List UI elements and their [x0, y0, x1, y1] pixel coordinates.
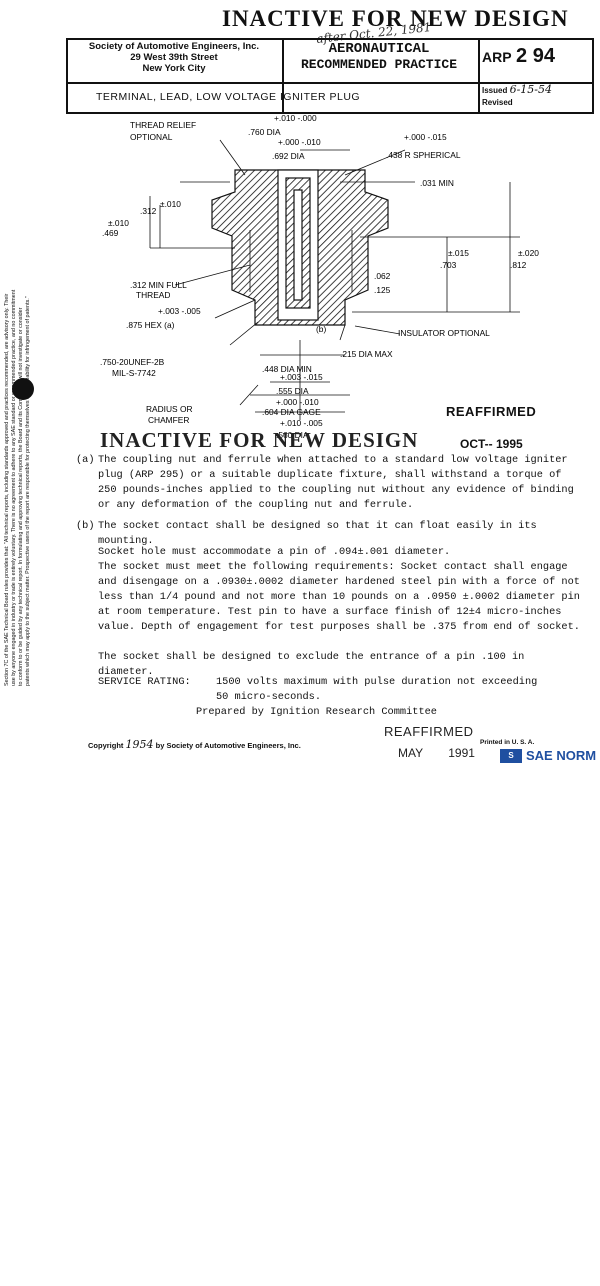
- label-031-min: .031 MIN: [420, 178, 454, 188]
- label-812: .812: [510, 260, 527, 270]
- label-312: .312: [140, 206, 157, 216]
- label-448-dia: .448 DIA MIN: [262, 364, 312, 374]
- society-address-2: New York City: [142, 63, 206, 74]
- inactive-stamp-mid: INACTIVE FOR NEW DESIGN: [100, 428, 419, 452]
- para-c-text: Socket hole must accommodate a pin of .0…: [98, 546, 451, 558]
- tol-hex: +.003 -.005: [158, 306, 201, 316]
- label-b: (b): [316, 324, 326, 334]
- label-radius: RADIUS OR: [146, 404, 193, 414]
- arp-prefix: ARP: [482, 49, 512, 65]
- label-optional: OPTIONAL: [130, 132, 173, 142]
- label-560-dia: .560 DIA: [276, 430, 309, 440]
- para-d-text: The socket must meet the following requi…: [98, 561, 580, 633]
- sae-logo-icon: S: [500, 748, 522, 763]
- para-a-text: The coupling nut and ferrule when attach…: [98, 454, 574, 511]
- service-text-2: 50 micro-seconds.: [216, 691, 322, 703]
- tol-760: +.010 -.000: [274, 113, 317, 123]
- issued-value: 6-15-54: [509, 83, 553, 96]
- service-text-1: 1500 volts maximum with pulse duration n…: [216, 676, 538, 688]
- tol-000-010: +.000 -.010: [278, 137, 321, 147]
- label-215-dia: .215 DIA MAX: [340, 349, 393, 359]
- arp-number: ARP 2 94: [482, 45, 555, 68]
- label-469: .469: [102, 228, 119, 238]
- reaffirmed-stamp-2: REAFFIRMED: [384, 724, 474, 739]
- label-insulator: INSULATOR OPTIONAL: [398, 328, 490, 338]
- subject-line: TERMINAL, LEAD, LOW VOLTAGE IGNITER PLUG: [96, 91, 361, 103]
- arp-value: 2 94: [516, 45, 555, 67]
- tol-010: ±.010: [160, 199, 181, 209]
- nut-body: [211, 169, 389, 326]
- tol-020: ±.020: [518, 248, 539, 258]
- reaffirmed-date-1: OCT-- 1995: [460, 437, 523, 451]
- label-spherical: .438 R SPHERICAL: [386, 150, 461, 160]
- reaffirmed-date-2: MAY 1991: [398, 746, 475, 760]
- inactive-stamp-top: INACTIVE FOR NEW DESIGN: [222, 6, 569, 31]
- title-block: AERONAUTICAL RECOMMENDED PRACTICE: [282, 41, 476, 73]
- para-b-text: The socket contact shall be designed so …: [98, 520, 537, 547]
- copyright-year: 1954: [125, 738, 154, 751]
- title-line-2: RECOMMENDED PRACTICE: [300, 57, 458, 72]
- copyright-line: Copyright 1954 by Society of Automotive …: [88, 738, 301, 751]
- reaffirmed-2-year: 1991: [448, 746, 475, 760]
- label-555-dia: .555 DIA: [276, 386, 309, 396]
- tol-003-015: +.003 -.015: [280, 372, 323, 382]
- prepared-by: Prepared by Ignition Research Committee: [196, 706, 437, 718]
- label-062: .062: [374, 271, 391, 281]
- punch-hole: [12, 378, 34, 400]
- label-703: .703: [440, 260, 457, 270]
- side-note: Section 7C of the SAE Technical Board ru…: [4, 290, 44, 1286]
- label-692-dia: .692 DIA: [272, 151, 305, 161]
- tol-000-010b: +.000 -.010: [276, 397, 319, 407]
- issued-label: Issued: [482, 86, 508, 95]
- printed-in: Printed in U. S. A.: [480, 739, 535, 746]
- society-name: Society of Automotive Engineers, Inc.: [88, 41, 260, 52]
- para-e-text: The socket shall be designed to exclude …: [98, 651, 525, 678]
- para-b-mark: (b): [76, 520, 95, 532]
- copyright-label: Copyright: [88, 741, 124, 750]
- society-address-1: 29 West 39th Street: [130, 52, 218, 63]
- copyright-rest: by Society of Automotive Engineers, Inc.: [155, 741, 301, 750]
- label-chamfer: CHAMFER: [148, 415, 189, 425]
- reaffirmed-stamp-1: REAFFIRMED: [446, 404, 537, 419]
- reaffirmed-2-month: MAY: [398, 746, 423, 760]
- issued-block: Issued 6-15-54 Revised: [482, 84, 552, 109]
- para-a-mark: (a): [76, 454, 95, 466]
- tol-010b: ±.010: [108, 218, 129, 228]
- tol-000-015: +.000 -.015: [404, 132, 447, 142]
- revised-label: Revised: [482, 98, 513, 107]
- tol-010-005: +.010 -.005: [280, 418, 323, 428]
- sae-norm-logo: S SAE NORM: [500, 748, 596, 763]
- label-thread-spec-1: .750-20UNEF-2B: [100, 357, 165, 367]
- label-thread-min-2: THREAD: [136, 290, 170, 300]
- label-thread-spec-2: MIL-S-7742: [112, 368, 156, 378]
- title-line-1: AERONAUTICAL: [328, 41, 430, 57]
- service-label: SERVICE RATING:: [98, 676, 191, 688]
- sae-logo-text: SAE NORM: [526, 748, 597, 763]
- society-block: Society of Automotive Engineers, Inc. 29…: [68, 41, 280, 74]
- label-thread-min-1: .312 MIN FULL: [130, 280, 187, 290]
- label-thread-relief: THREAD RELIEF: [130, 120, 196, 130]
- label-125: .125: [374, 285, 391, 295]
- label-hex: .875 HEX (a): [126, 320, 175, 330]
- label-760-dia: .760 DIA: [248, 127, 281, 137]
- technical-drawing: THREAD RELIEF OPTIONAL +.010 -.000 .760 …: [100, 113, 539, 440]
- tol-015: ±.015: [448, 248, 469, 258]
- header-box: [66, 38, 594, 114]
- label-gage: .604 DIA GAGE: [262, 407, 321, 417]
